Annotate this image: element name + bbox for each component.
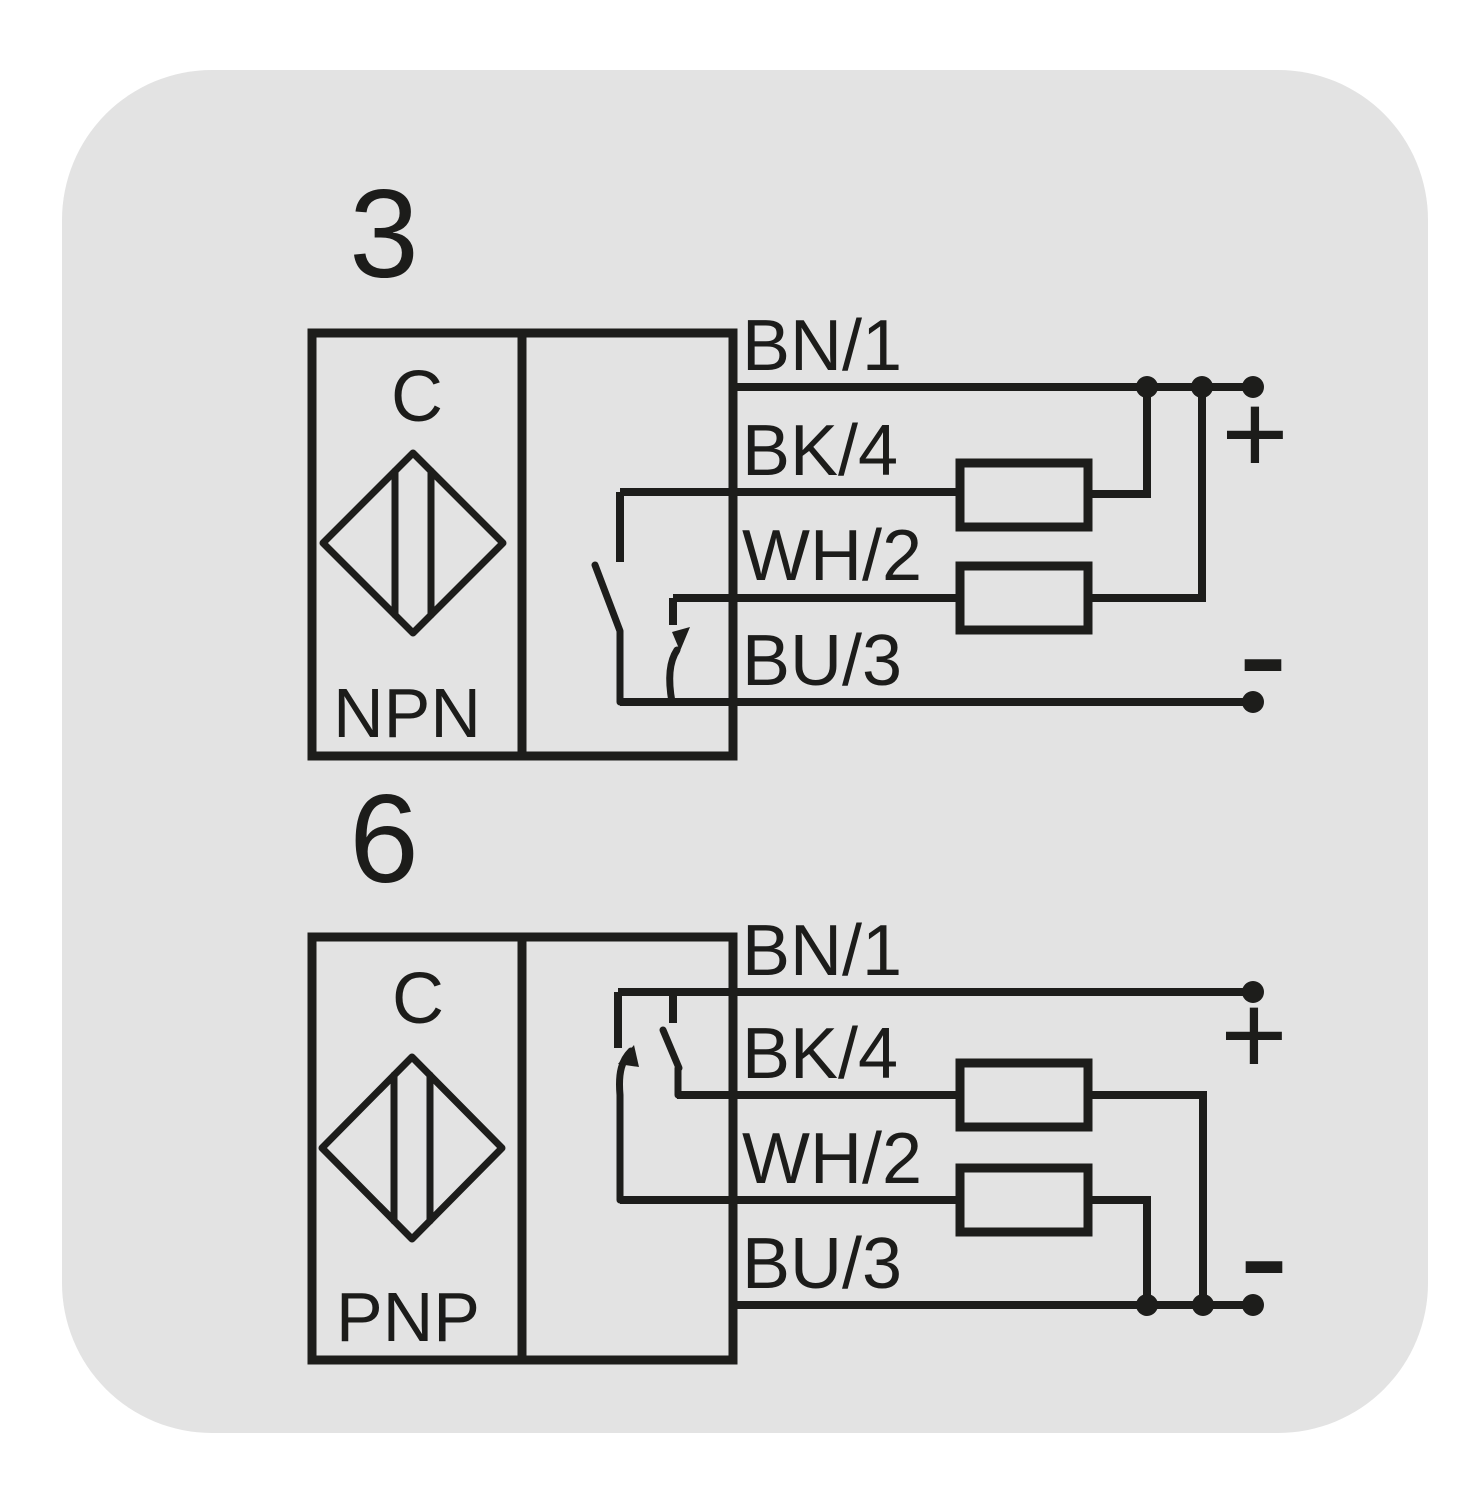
wire-label-bu3: BU/3 [742,1224,902,1304]
plus-terminal-label: + [1220,971,1287,1099]
wire-label-bu3: BU/3 [742,621,902,701]
switch-blade [659,1026,683,1099]
wire-label-bn1: BN/1 [742,911,902,991]
junction-dot [1191,376,1213,398]
load-wire [1088,387,1151,498]
load-wire [1088,1196,1151,1305]
switch-arrow-icon [672,627,690,651]
load-wire [1088,1091,1207,1305]
diagram-pnp: 6 C PNP [307,770,1289,1365]
diagram-npn: 3 C NPN [307,165,1289,761]
minus-terminal-label: - [1239,1171,1289,1339]
wire-label-wh2: WH/2 [742,1119,922,1199]
wire-label-wh2: WH/2 [742,516,922,596]
sensor-diamond-icon [318,1053,506,1243]
junction-dot [1136,376,1158,398]
sensor-diamond-icon [319,449,507,637]
junction-dot [1192,1294,1214,1316]
diagram-number: 6 [349,770,419,909]
terminal-dot [1242,376,1264,398]
sensor-marking-label: C [392,959,444,1039]
terminal-dot [1242,1294,1264,1316]
wire-label-bn1: BN/1 [742,306,902,386]
sensor-marking-label: C [391,357,443,437]
plus-terminal-label: + [1221,370,1288,498]
diagram-number: 3 [349,165,419,304]
switch-arrow-icon [618,1045,639,1067]
switch-lever [666,646,681,706]
minus-terminal-label: - [1238,569,1288,737]
switch-blade [591,561,624,706]
junction-dot [1136,1294,1158,1316]
wire-label-bk4: BK/4 [742,1014,898,1094]
output-type-label: PNP [336,1278,480,1356]
terminal-dot [1242,691,1264,713]
wire-label-bk4: BK/4 [742,411,898,491]
output-type-label: NPN [333,674,481,752]
terminal-dot [1242,981,1264,1003]
load-wire [1088,387,1206,602]
